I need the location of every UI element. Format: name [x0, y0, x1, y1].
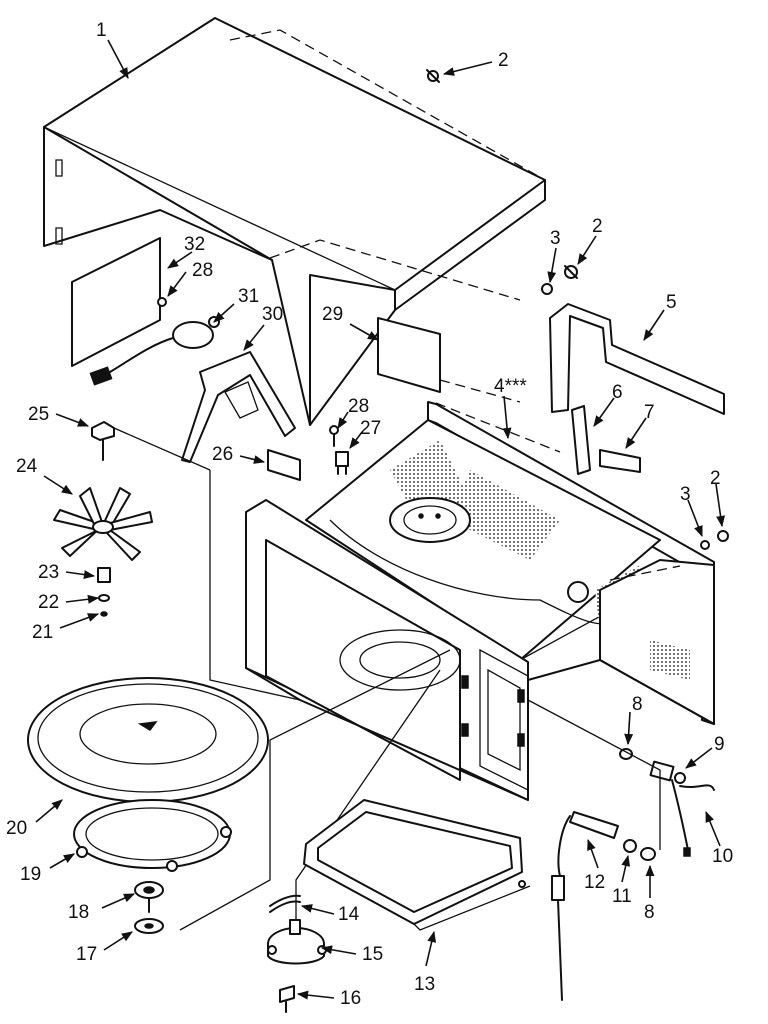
screw-2-top	[426, 69, 440, 83]
callout-16: 16	[340, 988, 361, 1009]
block-26	[267, 449, 301, 481]
turntable-tray-20	[27, 677, 269, 803]
callout-2: 2	[498, 50, 509, 71]
motor-guide-line	[295, 669, 441, 920]
callout-24: 24	[16, 456, 38, 477]
callout-32: 32	[184, 234, 205, 255]
callout-2: 2	[592, 216, 603, 237]
callout-1: 1	[96, 20, 107, 41]
callout-23: 23	[38, 562, 59, 583]
wire-harness-10	[671, 779, 715, 857]
callout-3: 3	[550, 228, 561, 249]
callout-5: 5	[666, 292, 677, 313]
turntable-guide-line	[179, 649, 451, 931]
switch-9	[649, 760, 686, 784]
callout-9: 9	[714, 734, 725, 755]
callout-31: 31	[238, 286, 259, 307]
callout-15: 15	[362, 944, 383, 965]
callout-3: 3	[680, 484, 691, 505]
roller-ring-19	[73, 799, 232, 872]
callout-19: 19	[20, 864, 41, 885]
callout-7: 7	[644, 402, 655, 423]
washer-3-right	[700, 540, 710, 550]
seal-6	[571, 405, 591, 475]
callout-2: 2	[710, 468, 721, 489]
callout-29: 29	[322, 304, 343, 325]
callout-8: 8	[644, 902, 655, 923]
side-panel-32	[71, 237, 161, 367]
callout-labels: 1 2 3 2 32 28 31 30 29 5 4*** 6 7 25 28 …	[6, 20, 733, 1009]
thermostat-27	[335, 451, 349, 475]
frame-13	[303, 799, 531, 931]
fan-guide-line	[209, 470, 301, 701]
washer-17	[134, 918, 164, 934]
nut-11	[623, 839, 637, 853]
turntable-motor-15	[267, 919, 327, 965]
screw-2-mid	[564, 265, 578, 279]
label-plate-29	[377, 317, 521, 403]
screw-28-lower	[329, 425, 339, 447]
washer-22	[98, 594, 110, 602]
fan-motor-31	[89, 316, 220, 386]
callout-27: 27	[360, 418, 381, 439]
washer-3-mid	[541, 283, 553, 295]
bracket-30	[181, 351, 296, 463]
callout-13: 13	[414, 974, 435, 995]
screw-28-upper	[157, 297, 167, 307]
leader-lines	[35, 39, 726, 1000]
callout-26: 26	[212, 444, 233, 465]
callout-22: 22	[38, 592, 59, 613]
fan-bracket-25	[91, 421, 211, 471]
callout-10: 10	[712, 846, 733, 867]
callout-14: 14	[338, 904, 360, 925]
washer-8-lower	[640, 847, 656, 861]
callout-4: 4***	[494, 376, 527, 397]
callout-28: 28	[348, 396, 369, 417]
seal-5	[549, 303, 725, 415]
callout-18: 18	[68, 902, 89, 923]
callout-30: 30	[262, 304, 283, 325]
seal-7	[599, 449, 641, 473]
right-guide-line	[527, 699, 661, 850]
callout-17: 17	[76, 944, 97, 965]
hub-23	[97, 567, 111, 583]
screw-16	[279, 985, 295, 1013]
callout-21: 21	[32, 622, 53, 643]
sensor-12	[551, 811, 619, 1001]
callout-8: 8	[632, 694, 643, 715]
callout-11: 11	[612, 886, 632, 907]
fan-blade-24	[53, 487, 153, 561]
oven-cavity-4	[245, 401, 715, 801]
callout-6: 6	[612, 382, 623, 403]
coupler-18	[134, 881, 164, 913]
wire-14	[269, 894, 301, 913]
callout-20: 20	[6, 818, 27, 839]
clip-21	[100, 611, 108, 617]
callout-25: 25	[28, 404, 49, 425]
screw-2-right	[717, 530, 729, 542]
outer-cabinet-wrapper	[43, 17, 546, 426]
callout-12: 12	[584, 872, 605, 893]
washer-8-upper	[619, 748, 633, 760]
callout-28: 28	[192, 260, 213, 281]
